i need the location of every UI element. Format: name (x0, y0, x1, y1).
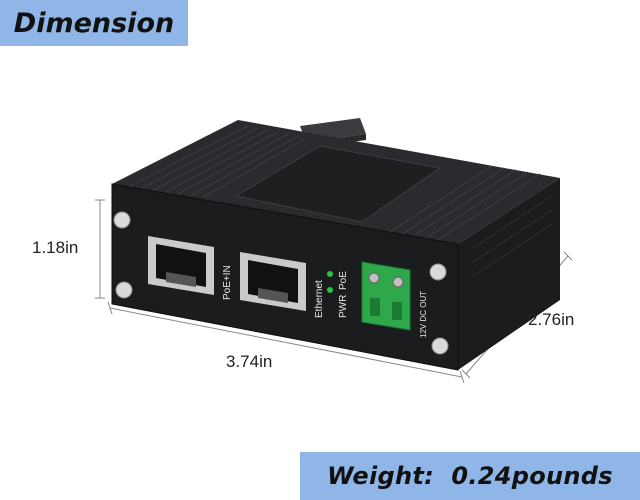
corner-screws (113, 211, 449, 355)
dc-out-label: 12V DC OUT (419, 291, 428, 338)
title-text: Dimension (13, 7, 175, 39)
weight-text: Weight: 0.24pounds (327, 462, 613, 490)
depth-dimension-label: 2.76in (528, 310, 575, 329)
dc-terminal-block (361, 261, 411, 331)
rj45-port-out (240, 252, 306, 311)
ethernet-label: Ethernet (314, 280, 325, 318)
side-ribs (469, 195, 553, 279)
right-face (458, 178, 560, 370)
top-ribs (129, 125, 541, 241)
height-dimension-label: 1.18in (32, 238, 79, 257)
led-label-poe: PoE (338, 271, 349, 290)
top-panel (234, 145, 442, 223)
title-banner: Dimension (0, 0, 188, 46)
port-in-label: PoE+IN (222, 265, 233, 300)
weight-banner: Weight: 0.24pounds (300, 452, 640, 500)
led-label-pwr: PWR (338, 295, 349, 318)
status-leds (327, 271, 333, 293)
width-dimension-label: 3.74in (226, 352, 273, 371)
rj45-port-in (148, 236, 214, 295)
